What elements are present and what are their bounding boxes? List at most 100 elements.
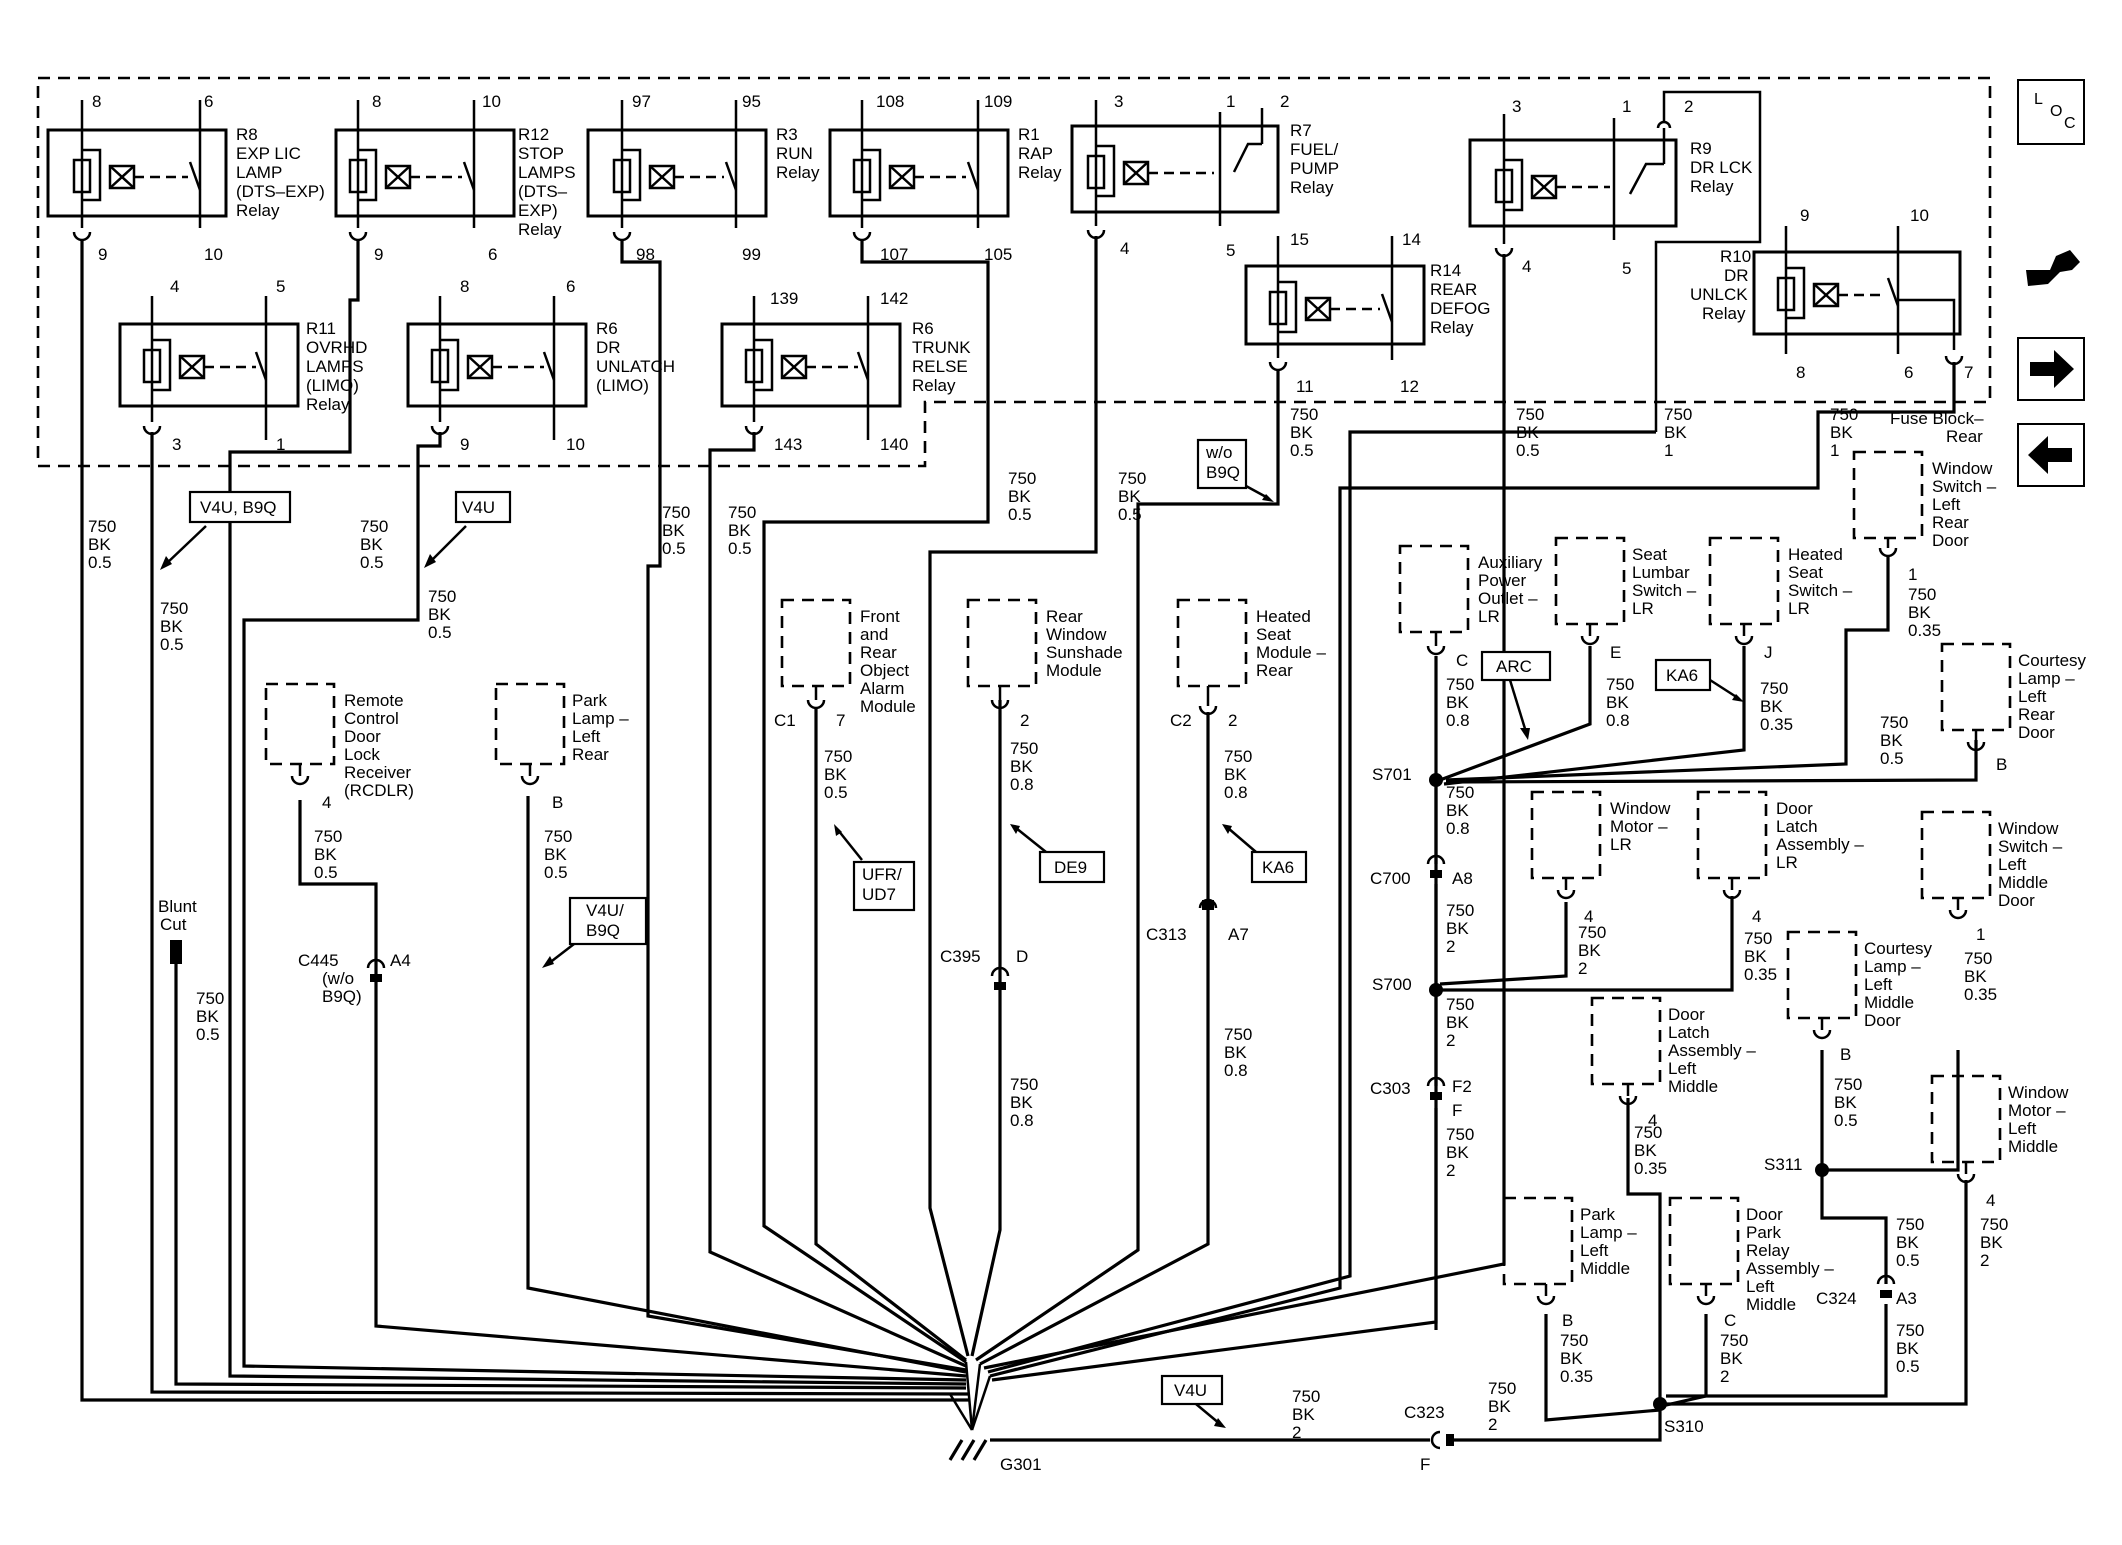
module-courtesy_lm-name-4: Door <box>1864 1011 1901 1030</box>
wire-label-35-2: 0.5 <box>1896 1357 1920 1376</box>
r12-pin-top-left: 8 <box>372 92 381 111</box>
wire-label-28-1: BK <box>1744 947 1767 966</box>
tag-v4u-bottom: V4U <box>1174 1381 1207 1400</box>
r10-name-4: Relay <box>1702 304 1746 323</box>
loc-letter-c: C <box>2064 115 2076 132</box>
wire-label-11-0: 750 <box>1290 405 1318 424</box>
wire-label-16-2: 0.5 <box>824 783 848 802</box>
module-sunshade-pin: 2 <box>1020 711 1029 730</box>
module-aux-name-2: Outlet – <box>1478 589 1538 608</box>
wire-label-15-2: 0.35 <box>1908 621 1941 640</box>
wire-label-37-2: 0.35 <box>1560 1367 1593 1386</box>
r8-name-4: (DTS–EXP) <box>236 182 325 201</box>
s701-label: S701 <box>1372 765 1412 784</box>
module-pins <box>290 538 1986 1306</box>
loc-button[interactable]: L O C <box>2017 79 2085 145</box>
r9-name-3: Relay <box>1690 177 1734 196</box>
tag-ka6-right: KA6 <box>1666 666 1698 685</box>
s310-label: S310 <box>1664 1417 1704 1436</box>
harness-view-button[interactable] <box>2018 236 2084 300</box>
splice-s310-dot <box>1653 1397 1667 1411</box>
r12-name-5: EXP) <box>518 201 558 220</box>
wire-label-25-2: 0.8 <box>1446 819 1470 838</box>
module-lumbar-name-3: LR <box>1632 599 1654 618</box>
module-win_sw_lr-name-2: Left <box>1932 495 1961 514</box>
wire-label-5-2: 0.5 <box>314 863 338 882</box>
r11-name-2: OVRHD <box>306 338 367 357</box>
wire-label-1-1: BK <box>160 617 183 636</box>
svg-text:Fuse Block–: Fuse Block– <box>1890 409 1984 428</box>
r8-pin-top-right: 6 <box>204 92 213 111</box>
harness-icon <box>2026 250 2080 286</box>
wire-label-12-2: 0.5 <box>1516 441 1540 460</box>
wire-label-4-1: BK <box>196 1007 219 1026</box>
relay-r9: 3 1 2 4 5 R9 DR LCK Relay <box>1468 90 1762 432</box>
r7-pin-5: 5 <box>1226 241 1235 260</box>
wire-label-26-0: 750 <box>1446 901 1474 920</box>
wire-label-12-1: BK <box>1516 423 1539 442</box>
wire-label-6-1: BK <box>544 845 567 864</box>
option-tags: V4U, B9Q V4U V4U/ B9Q UFR/ UD7 DE9 KA6 A… <box>160 438 1744 1428</box>
wire-label-20-1: BK <box>1224 1043 1247 1062</box>
wire-label-9-0: 750 <box>1008 469 1036 488</box>
module-park_relay-name-3: Assembly – <box>1746 1259 1834 1278</box>
r10-pin-10: 10 <box>1910 206 1929 225</box>
wire-label-30-0: 750 <box>1446 1125 1474 1144</box>
r6a-pin-9: 9 <box>460 435 469 454</box>
wire-label-21-1: BK <box>1446 693 1469 712</box>
wire-label-14-0: 750 <box>1830 405 1858 424</box>
r10-name-3: UNLCK <box>1690 285 1748 304</box>
arrow-right-icon <box>2030 350 2074 388</box>
module-heated_mod-name-0: Heated <box>1256 607 1311 626</box>
r10-pin-7: 7 <box>1964 363 1973 382</box>
wire-label-4-2: 0.5 <box>196 1025 220 1044</box>
r12-name-1: R12 <box>518 125 549 144</box>
c303-label: C303 <box>1370 1079 1411 1098</box>
r9-pin-5: 5 <box>1622 259 1631 278</box>
wire-label-7-0: 750 <box>662 503 690 522</box>
wire-label-17-2: 0.8 <box>1010 775 1034 794</box>
right-circuit-wires <box>1434 556 1978 1442</box>
wire-label-0-0: 750 <box>88 517 116 536</box>
module-latch_lm-name-3: Left <box>1668 1059 1697 1078</box>
wire-label-34-1: BK <box>1896 1233 1919 1252</box>
wire-label-40-0: 750 <box>1292 1387 1320 1406</box>
r10-pin-9: 9 <box>1800 206 1809 225</box>
r12-pin-bottom-left: 9 <box>374 245 383 264</box>
prev-page-button[interactable] <box>2017 423 2085 487</box>
module-heated_sw-pin: J <box>1764 643 1773 662</box>
r6b-name-2: TRUNK <box>912 338 971 357</box>
tag-wo-b9q-1: w/o <box>1205 443 1232 462</box>
relay-r8: 8 6 9 10 R8 EXP LIC LAMP (DTS–EXP) Relay <box>46 92 325 264</box>
module-courtesy_lr-name-2: Left <box>2018 687 2047 706</box>
wire-label-2-2: 0.5 <box>360 553 384 572</box>
wire-label-18-2: 0.8 <box>1010 1111 1034 1130</box>
next-page-button[interactable] <box>2017 337 2085 401</box>
module-rcdlr-name-3: Lock <box>344 745 380 764</box>
wire-label-22-2: 0.8 <box>1606 711 1630 730</box>
wire-label-13-2: 1 <box>1664 441 1673 460</box>
wire-label-34-0: 750 <box>1896 1215 1924 1234</box>
module-latch_lm-name-1: Latch <box>1668 1023 1710 1042</box>
module-rcdlr-name-1: Control <box>344 709 399 728</box>
c303-pin-1: F2 <box>1452 1077 1472 1096</box>
module-alarm-connector: C1 <box>774 711 796 730</box>
wire-label-38-1: BK <box>1720 1349 1743 1368</box>
module-heated_mod-connector: C2 <box>1170 711 1192 730</box>
module-park_lm-name-0: Park <box>1580 1205 1615 1224</box>
wire-label-8-1: BK <box>728 521 751 540</box>
r7-pin-2: 2 <box>1280 92 1289 111</box>
r12-name-3: LAMPS <box>518 163 576 182</box>
r3-name-1: R3 <box>776 125 798 144</box>
svg-text:Rear: Rear <box>1946 427 1983 446</box>
wire-label-36-2: 2 <box>1980 1251 1989 1270</box>
module-park_lr-name-0: Park <box>572 691 607 710</box>
r10-name-2: DR <box>1724 266 1749 285</box>
r3-pin-top-right: 95 <box>742 92 761 111</box>
wire-label-9-2: 0.5 <box>1008 505 1032 524</box>
module-latch_lr-name-3: LR <box>1776 853 1798 872</box>
connector-labels: C445 (w/o B9Q) A4 C395 D C313 A7 C700 A8… <box>298 765 1917 1474</box>
wire-label-19-2: 0.8 <box>1224 783 1248 802</box>
wire-label-20-2: 0.8 <box>1224 1061 1248 1080</box>
relay-r3: 97 95 98 99 R3 RUN Relay <box>586 92 820 264</box>
